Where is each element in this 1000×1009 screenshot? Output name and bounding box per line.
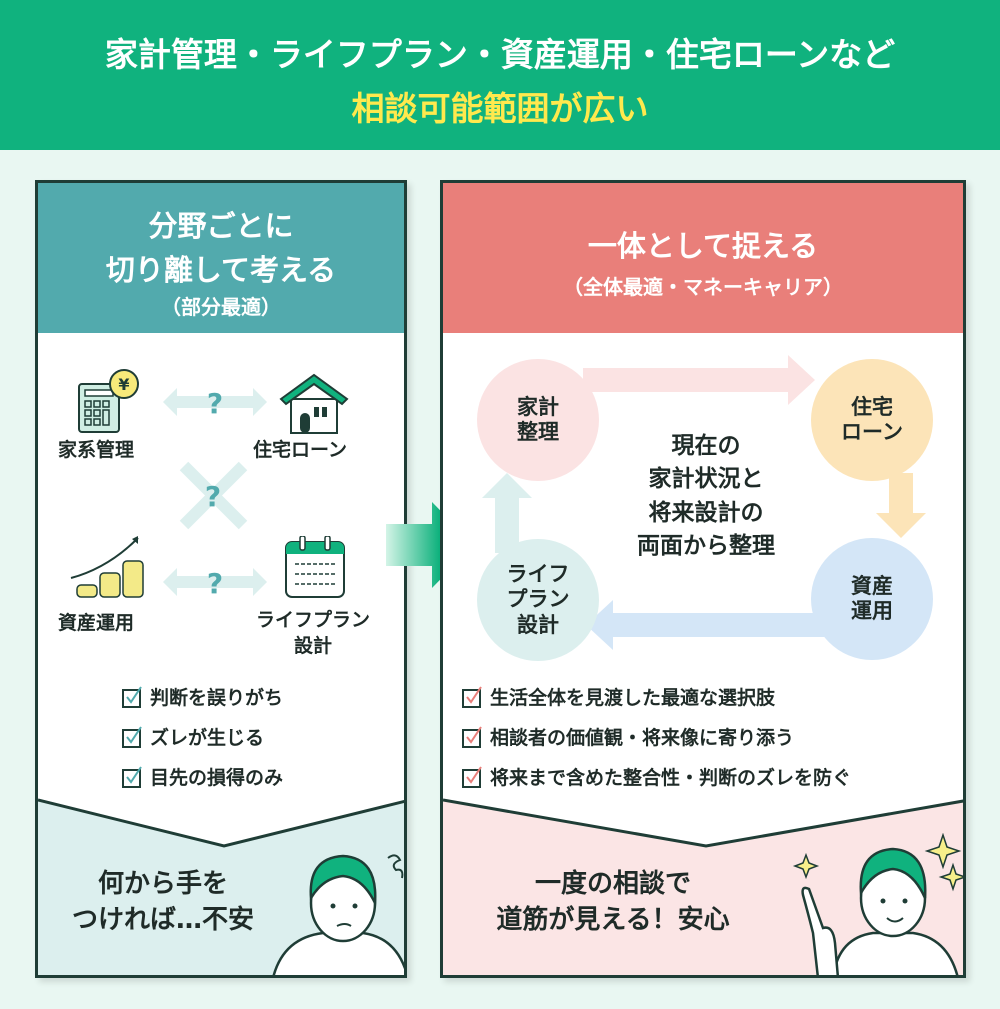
right-subtitle: （全体最適・マネーキャリア） [563,275,843,299]
relieved-woman-illustration [792,833,963,975]
right-check-item: 相談者の価値観・将来像に寄り添う [462,723,794,750]
left-check-item: ズレが生じる [122,723,264,750]
svg-text:¥: ¥ [118,375,129,394]
center-message: 現在の家計状況と将来設計の両面から整理 [637,433,775,560]
right-divider-chevron [443,788,963,848]
left-panel-header: 分野ごとに 切り離して考える （部分最適） [38,183,404,333]
right-title: 一体として捉える [587,229,819,263]
svg-text:?: ? [207,387,223,420]
left-panel: 分野ごとに 切り離して考える （部分最適） ¥ ? ? ? 家系管理 住宅ローン… [35,180,407,978]
svg-text:?: ? [207,567,223,600]
house-icon [279,373,349,434]
circle-asset: 資産運用 [811,538,933,660]
left-title-1: 分野ごとに [148,209,294,243]
left-title-2: 切り離して考える [105,253,337,287]
circle-lifeplan: ライフプラン設計 [477,539,599,661]
header-subtitle: 相談可能範囲が広い [351,89,649,128]
right-conclusion: 一度の相談で道筋が見える！安心 [496,869,730,936]
right-check-item: 将来まで含めた整合性・判断のズレを防ぐ [462,763,851,790]
label-household: 家系管理 [58,439,135,461]
svg-text:?: ? [205,480,221,513]
cycle-arrows [482,355,926,650]
left-check-item: 目先の損得のみ [122,763,283,790]
header-banner: 家計管理・ライフプラン・資産運用・住宅ローンなど 相談可能範囲が広い [0,0,1000,150]
checkbox-icon [462,765,482,788]
right-check-item: 生活全体を見渡した最適な選択肢 [462,683,775,710]
worried-woman-illustration [272,854,404,975]
circle-mortgage: 住宅ローン [811,359,933,481]
question-cross-arrows: ? [179,461,248,530]
left-conclusion: 何から手をつければ…不安 [71,869,254,936]
checkbox-icon [462,725,482,748]
header-title: 家計管理・ライフプラン・資産運用・住宅ローンなど [104,35,896,74]
circle-household: 家計整理 [477,359,599,481]
label-asset: 資産運用 [58,612,135,634]
checkbox-icon [122,685,142,708]
calendar-icon [285,536,345,598]
checkbox-icon [462,685,482,708]
label-lifeplan: ライフプラン設計 [255,609,370,657]
question-arrow-top: ? [163,387,267,420]
left-divider-chevron [38,788,404,848]
checkbox-icon [122,765,142,788]
checkbox-icon [122,725,142,748]
question-arrow-bottom: ? [163,567,267,600]
right-panel-header: 一体として捉える （全体最適・マネーキャリア） [443,183,963,333]
right-panel: 一体として捉える （全体最適・マネーキャリア） 家計整理 住宅ローン 資産運用 … [440,180,966,978]
label-mortgage: 住宅ローン [253,439,348,461]
left-check-item: 判断を誤りがち [122,683,283,710]
calculator-yen-icon: ¥ [78,369,139,433]
left-subtitle: （部分最適） [161,295,281,319]
coins-growth-icon [70,536,144,598]
